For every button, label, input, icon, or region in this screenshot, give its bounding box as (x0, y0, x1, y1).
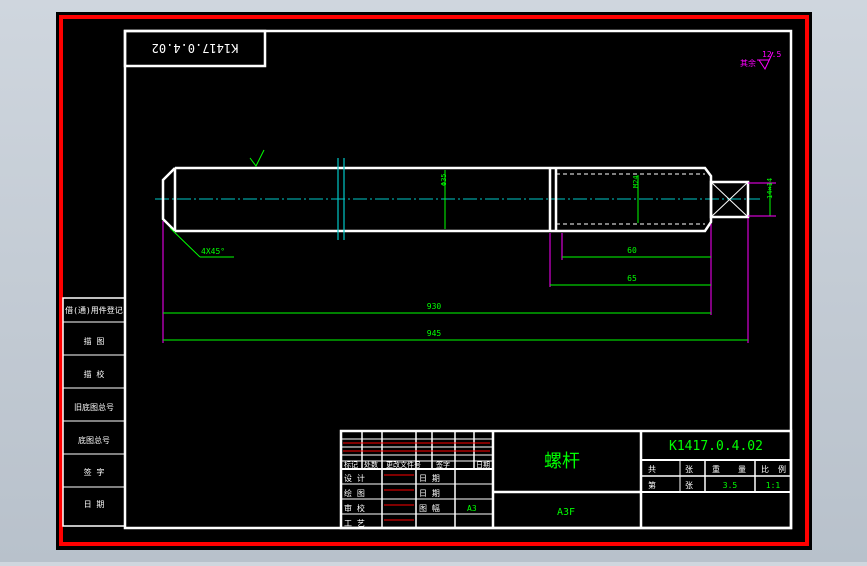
side-label-0: 借(通)用件登记 (65, 305, 123, 315)
roughness-value: 12.5 (762, 50, 781, 59)
dimensions (162, 170, 776, 343)
sheet-size: A3 (467, 504, 477, 513)
row2-a: 第 (648, 480, 656, 490)
header-1: 张 (685, 465, 693, 474)
sign-key-1: 日 期 (419, 489, 440, 498)
surface-finish-icon (249, 149, 265, 167)
sign-key-2: 图 幅 (419, 503, 440, 513)
header-2: 重 (712, 464, 720, 474)
mirrored-code: K1417.0.4.02 (152, 41, 239, 55)
header-5: 例 (778, 464, 786, 474)
revision-markers (343, 442, 490, 521)
header-4: 比 (761, 464, 769, 474)
dim-65: 65 (627, 274, 637, 283)
dim-thread: M24 (632, 175, 640, 188)
dim-60: 60 (627, 246, 637, 255)
roughness-icon (757, 51, 774, 71)
roughness-other: 其余 (740, 58, 756, 68)
material: A3F (557, 507, 575, 518)
side-label-3: 旧底图总号 (74, 402, 114, 412)
sign-role-1: 绘 图 (344, 488, 365, 498)
side-label-4: 底图总号 (78, 435, 110, 445)
title-block (339, 429, 793, 530)
sign-key-0: 日 期 (419, 474, 440, 483)
dim-930: 930 (427, 302, 442, 311)
dim-945: 945 (427, 329, 442, 338)
side-label-2: 描 校 (84, 369, 105, 379)
sign-role-2: 审 校 (344, 503, 365, 513)
side-label-6: 日 期 (84, 500, 105, 509)
scale-value: 1:1 (766, 481, 781, 490)
header-0: 共 (648, 465, 656, 474)
change-col-0: 标记 (344, 460, 358, 469)
header-3: 量 (738, 465, 746, 474)
part-name: 螺杆 (544, 451, 580, 472)
dim-square: 14×14 (766, 178, 774, 199)
dim-dia-shaft: Φ35 (440, 173, 448, 186)
side-label-1: 描 图 (84, 336, 105, 346)
code-box (123, 29, 267, 68)
sign-role-3: 工 艺 (344, 519, 365, 528)
dim-chamfer: 4X45° (201, 247, 225, 256)
screw-shaft (155, 158, 760, 240)
drawing-number: K1417.0.4.02 (669, 439, 763, 454)
sheet-border-red (59, 15, 809, 546)
side-label-5: 签 字 (84, 467, 105, 477)
change-col-2: 更改文件号 (386, 460, 421, 469)
side-label-column (62, 297, 126, 527)
change-col-1: 处数 (364, 460, 378, 469)
change-col-3: 签字 (436, 460, 450, 469)
row2-b: 张 (685, 481, 693, 490)
weight-value: 3.5 (723, 481, 738, 490)
sign-role-0: 设 计 (344, 473, 365, 483)
change-col-4: 日期 (476, 461, 490, 469)
